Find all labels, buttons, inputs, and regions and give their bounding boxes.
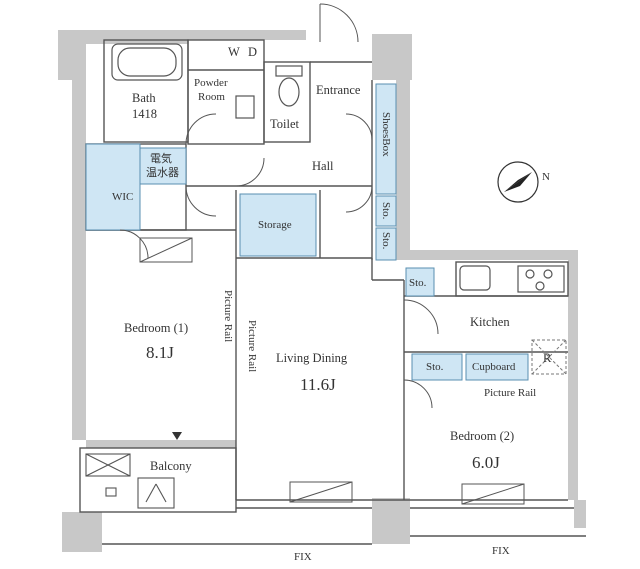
- bedroom2-size: 6.0J: [472, 453, 500, 472]
- bathtub-icon: [111, 43, 183, 81]
- door-swing-icon: [119, 3, 439, 409]
- toilet-icon: [275, 65, 303, 107]
- sink-icon: [235, 95, 491, 291]
- powder-label-2: Room: [198, 91, 225, 103]
- compass-icon: [497, 161, 539, 203]
- powder-label-1: Powder: [194, 77, 228, 89]
- sto-kitchen-label: Sto.: [409, 277, 427, 289]
- sto-hall-2-label: Sto.: [380, 232, 392, 250]
- fix-label-1: FIX: [294, 551, 312, 563]
- window-units: [139, 237, 525, 505]
- living-size: 11.6J: [300, 375, 336, 394]
- refrigerator-label: R: [543, 351, 552, 365]
- compass-north-label: N: [542, 171, 550, 183]
- wic-label: WIC: [112, 191, 133, 203]
- toilet-label: Toilet: [270, 117, 300, 131]
- bedroom2-name: Bedroom (2): [450, 429, 514, 443]
- refrigerator-box: [531, 339, 567, 375]
- aircon-unit-icon: [85, 453, 175, 509]
- bath-label: Bath: [132, 91, 156, 105]
- wd-d-label: D: [248, 45, 257, 59]
- kitchen-label: Kitchen: [470, 315, 510, 329]
- balcony-label: Balcony: [150, 459, 192, 473]
- bath-size: 1418: [132, 107, 157, 121]
- shoesbox-label: ShoesBox: [380, 112, 392, 157]
- storage-fills: [85, 83, 529, 381]
- sto-hall-1-label: Sto.: [380, 202, 392, 220]
- wd-w-label: W: [228, 45, 240, 59]
- hall-label: Hall: [312, 159, 334, 173]
- rail-bedroom1: Picture Rail: [222, 290, 234, 342]
- bedroom1-size: 8.1J: [146, 343, 174, 362]
- cupboard-label: Cupboard: [472, 361, 516, 373]
- stove-icon: [517, 265, 565, 293]
- balcony-arrow-marker: [172, 432, 182, 440]
- bedroom1-name: Bedroom (1): [124, 321, 188, 335]
- sto-bedroom2-label: Sto.: [426, 361, 444, 373]
- water-heater-label-1: 電気: [150, 151, 172, 165]
- exterior-walls: [58, 30, 586, 552]
- water-heater-label-2: 温水器: [146, 166, 179, 179]
- room-labels: Bath 1418 W D Powder Room Toilet Entranc…: [112, 45, 552, 563]
- living-name: Living Dining: [276, 351, 348, 365]
- entrance-label: Entrance: [316, 83, 361, 97]
- rail-living: Picture Rail: [246, 320, 258, 372]
- storage-label: Storage: [258, 219, 292, 231]
- fix-label-2: FIX: [492, 545, 510, 557]
- rail-bedroom2: Picture Rail: [484, 387, 536, 399]
